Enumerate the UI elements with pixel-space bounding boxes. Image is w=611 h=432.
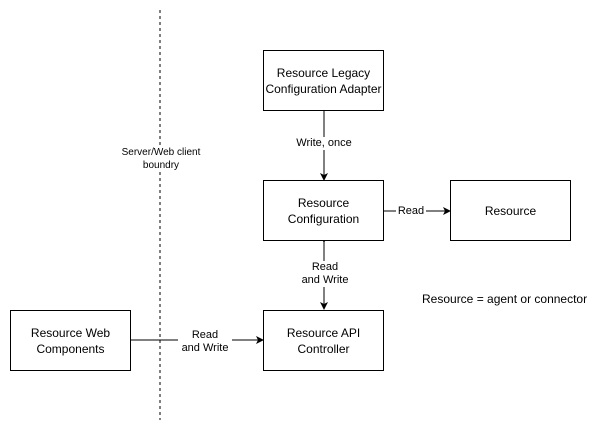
node-web-components-line2: Components [36,341,105,356]
node-web-components-line1: Resource Web [30,325,111,340]
node-legacy-adapter-line2: Configuration Adapter [265,81,382,96]
edge-label-api-web: Read and Write [178,329,232,355]
boundary-label-line1: Server/Web client [121,147,201,158]
node-api-controller-line1: Resource API [286,325,361,340]
node-configuration: Resource Configuration [263,180,384,241]
node-configuration-line1: Resource [297,195,350,210]
edge-label-read: Read [396,205,426,218]
node-legacy-adapter: Resource Legacy Configuration Adapter [263,50,384,111]
node-api-controller: Resource API Controller [263,310,384,371]
edge-label-write-once-text: Write, once [296,137,352,149]
node-api-controller-line2: Controller [297,341,350,356]
node-legacy-adapter-line1: Resource Legacy [276,65,371,80]
edge-label-api-web-line2: and Write [181,342,229,354]
edge-label-api-web-line1: Read [191,329,219,341]
edge-label-read-text: Read [397,205,425,217]
boundary-label-line2: boundry [142,160,180,171]
edge-label-config-api-line1: Read [311,261,339,273]
edge-label-config-api-line2: and Write [301,274,349,286]
boundary-label: Server/Web client boundry [109,146,213,172]
edge-label-write-once: Write, once [290,137,358,150]
legend-note: Resource = agent or connector [422,292,588,306]
node-resource: Resource [450,180,571,241]
node-resource-line1: Resource [484,203,537,218]
edge-label-config-api: Read and Write [298,261,352,287]
node-configuration-line2: Configuration [287,211,360,226]
node-web-components: Resource Web Components [10,310,131,371]
